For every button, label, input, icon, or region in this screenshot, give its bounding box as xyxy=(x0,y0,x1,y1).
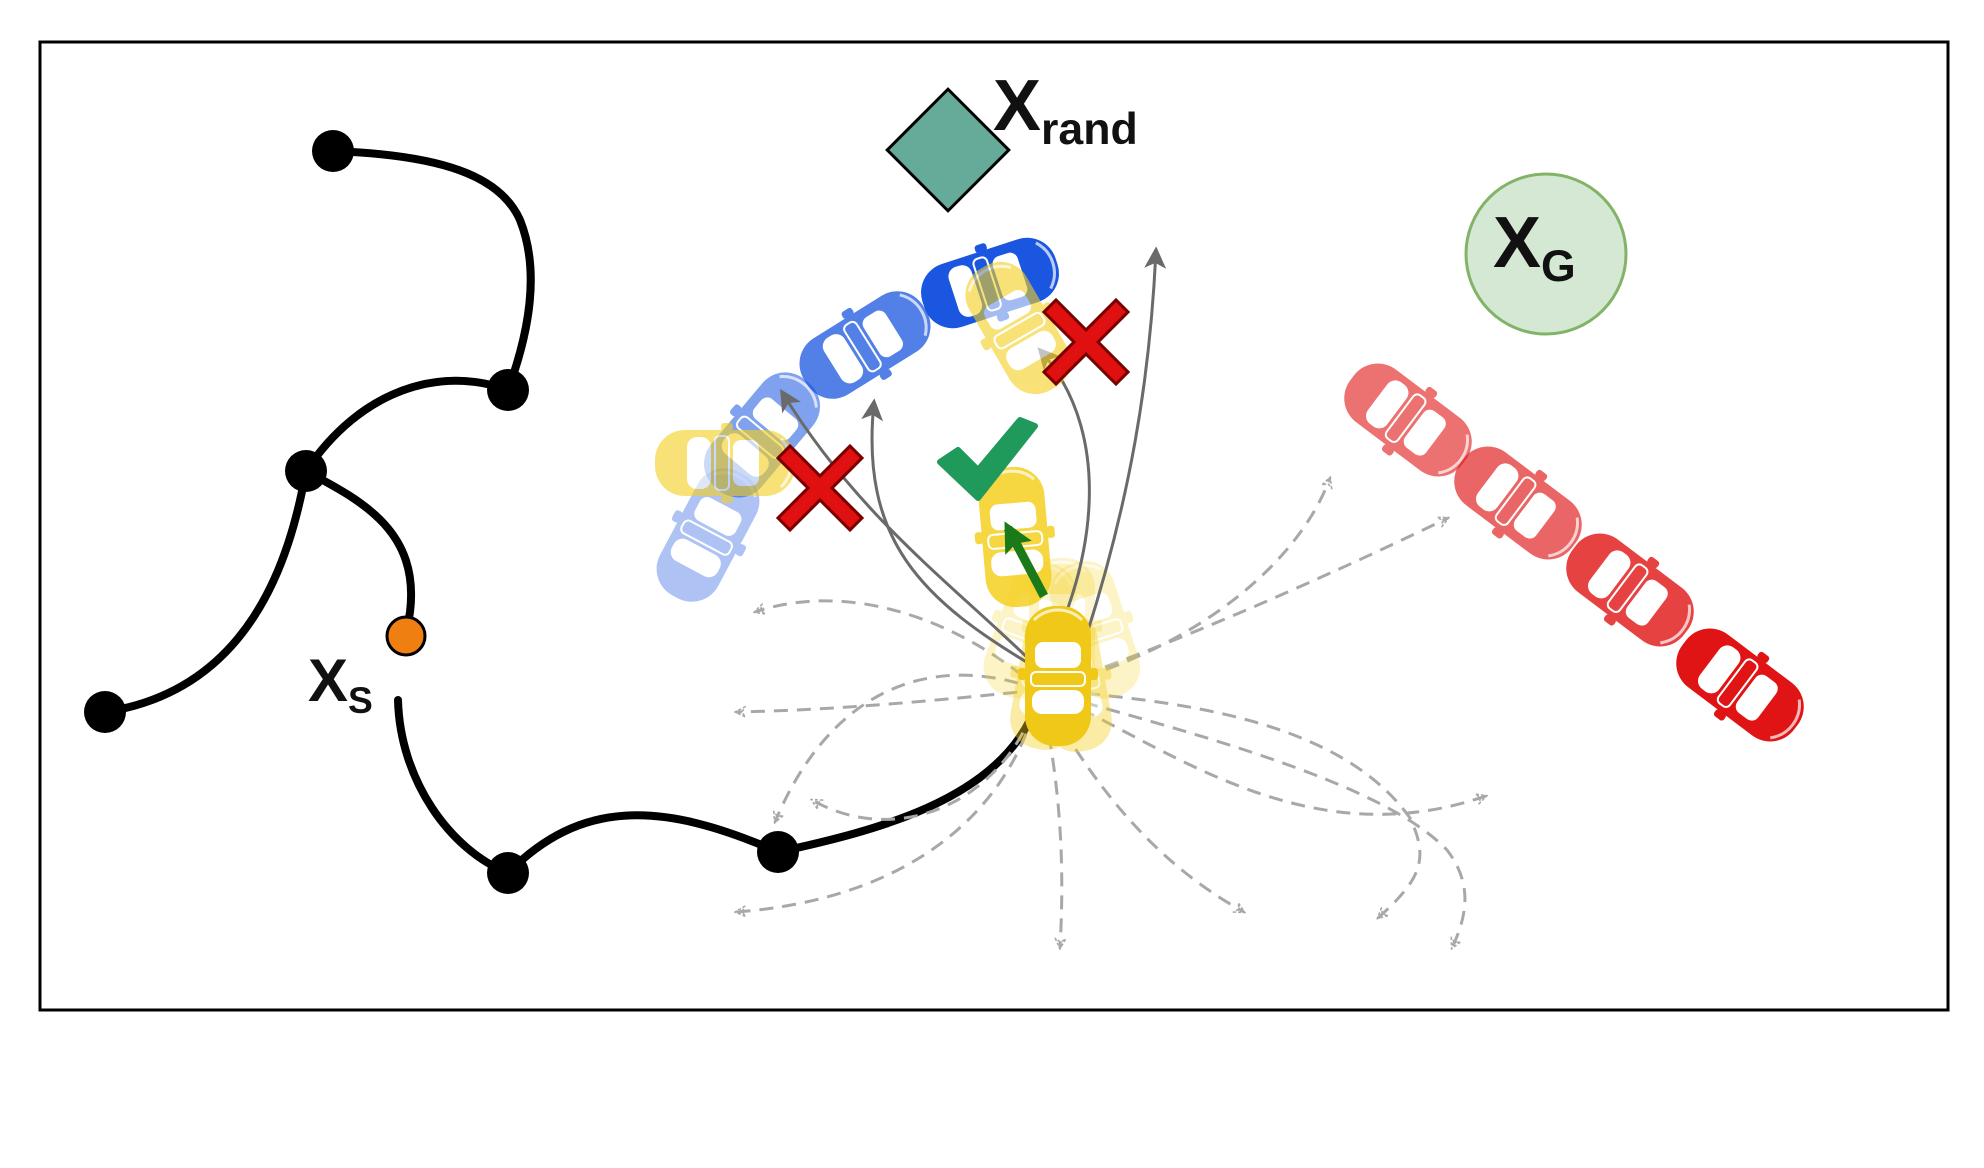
candidate-extension-arrow xyxy=(1083,246,1167,641)
tree-edge xyxy=(394,696,512,877)
tree-edge xyxy=(302,376,512,475)
sample-point-label: Xrand xyxy=(993,70,1138,152)
sample-label-main: X xyxy=(993,66,1042,146)
reject-cross-icon xyxy=(1041,297,1131,387)
tree-edge xyxy=(329,147,535,394)
tree-edge xyxy=(504,811,782,877)
tree-node xyxy=(487,852,529,894)
motion-primitive-arrow xyxy=(812,689,1042,821)
tree-edge xyxy=(302,467,416,640)
accept-checkmark-icon xyxy=(937,417,1038,501)
start-node xyxy=(385,615,427,657)
start-label-subscript: S xyxy=(348,678,373,721)
tree-edge xyxy=(101,467,310,716)
sample-label-subscript: rand xyxy=(1041,105,1138,155)
motion-primitive-arrow xyxy=(1039,688,1422,918)
motion-primitive-arrow xyxy=(1038,689,1244,912)
tree-edge xyxy=(774,716,1034,856)
ego-car xyxy=(1016,604,1100,748)
tree-node xyxy=(487,369,529,411)
motion-primitive-arrow xyxy=(1039,478,1330,692)
motion-primitive-arrow xyxy=(736,689,1042,912)
tree-nodes xyxy=(84,130,799,894)
sample-diamond-icon xyxy=(885,87,1011,213)
goal-region xyxy=(1464,172,1628,336)
start-label-main: X xyxy=(308,647,349,714)
candidate-extension-arrow xyxy=(861,398,1041,672)
red-obstacle-trajectory xyxy=(1326,344,1822,761)
motion-primitive-arrow xyxy=(1039,688,1467,948)
tree-node xyxy=(757,831,799,873)
start-label: XS xyxy=(308,651,373,719)
candidate-extension-arrow xyxy=(780,388,1042,672)
tree-node xyxy=(312,130,354,172)
search-tree xyxy=(101,147,1034,877)
accepted-direction-arrow xyxy=(1004,521,1048,599)
ego-candidate-rejected xyxy=(653,421,797,505)
goal-label: XG xyxy=(1493,207,1576,289)
frame-border xyxy=(38,40,1950,1012)
motion-primitive-arrow xyxy=(736,688,1041,712)
goal-label-main: X xyxy=(1493,203,1542,283)
reject-cross-icon xyxy=(775,443,865,533)
tree-node xyxy=(285,450,327,492)
tree-node xyxy=(84,691,126,733)
motion-primitive-arrow xyxy=(775,673,1041,822)
goal-label-subscript: G xyxy=(1541,242,1576,292)
